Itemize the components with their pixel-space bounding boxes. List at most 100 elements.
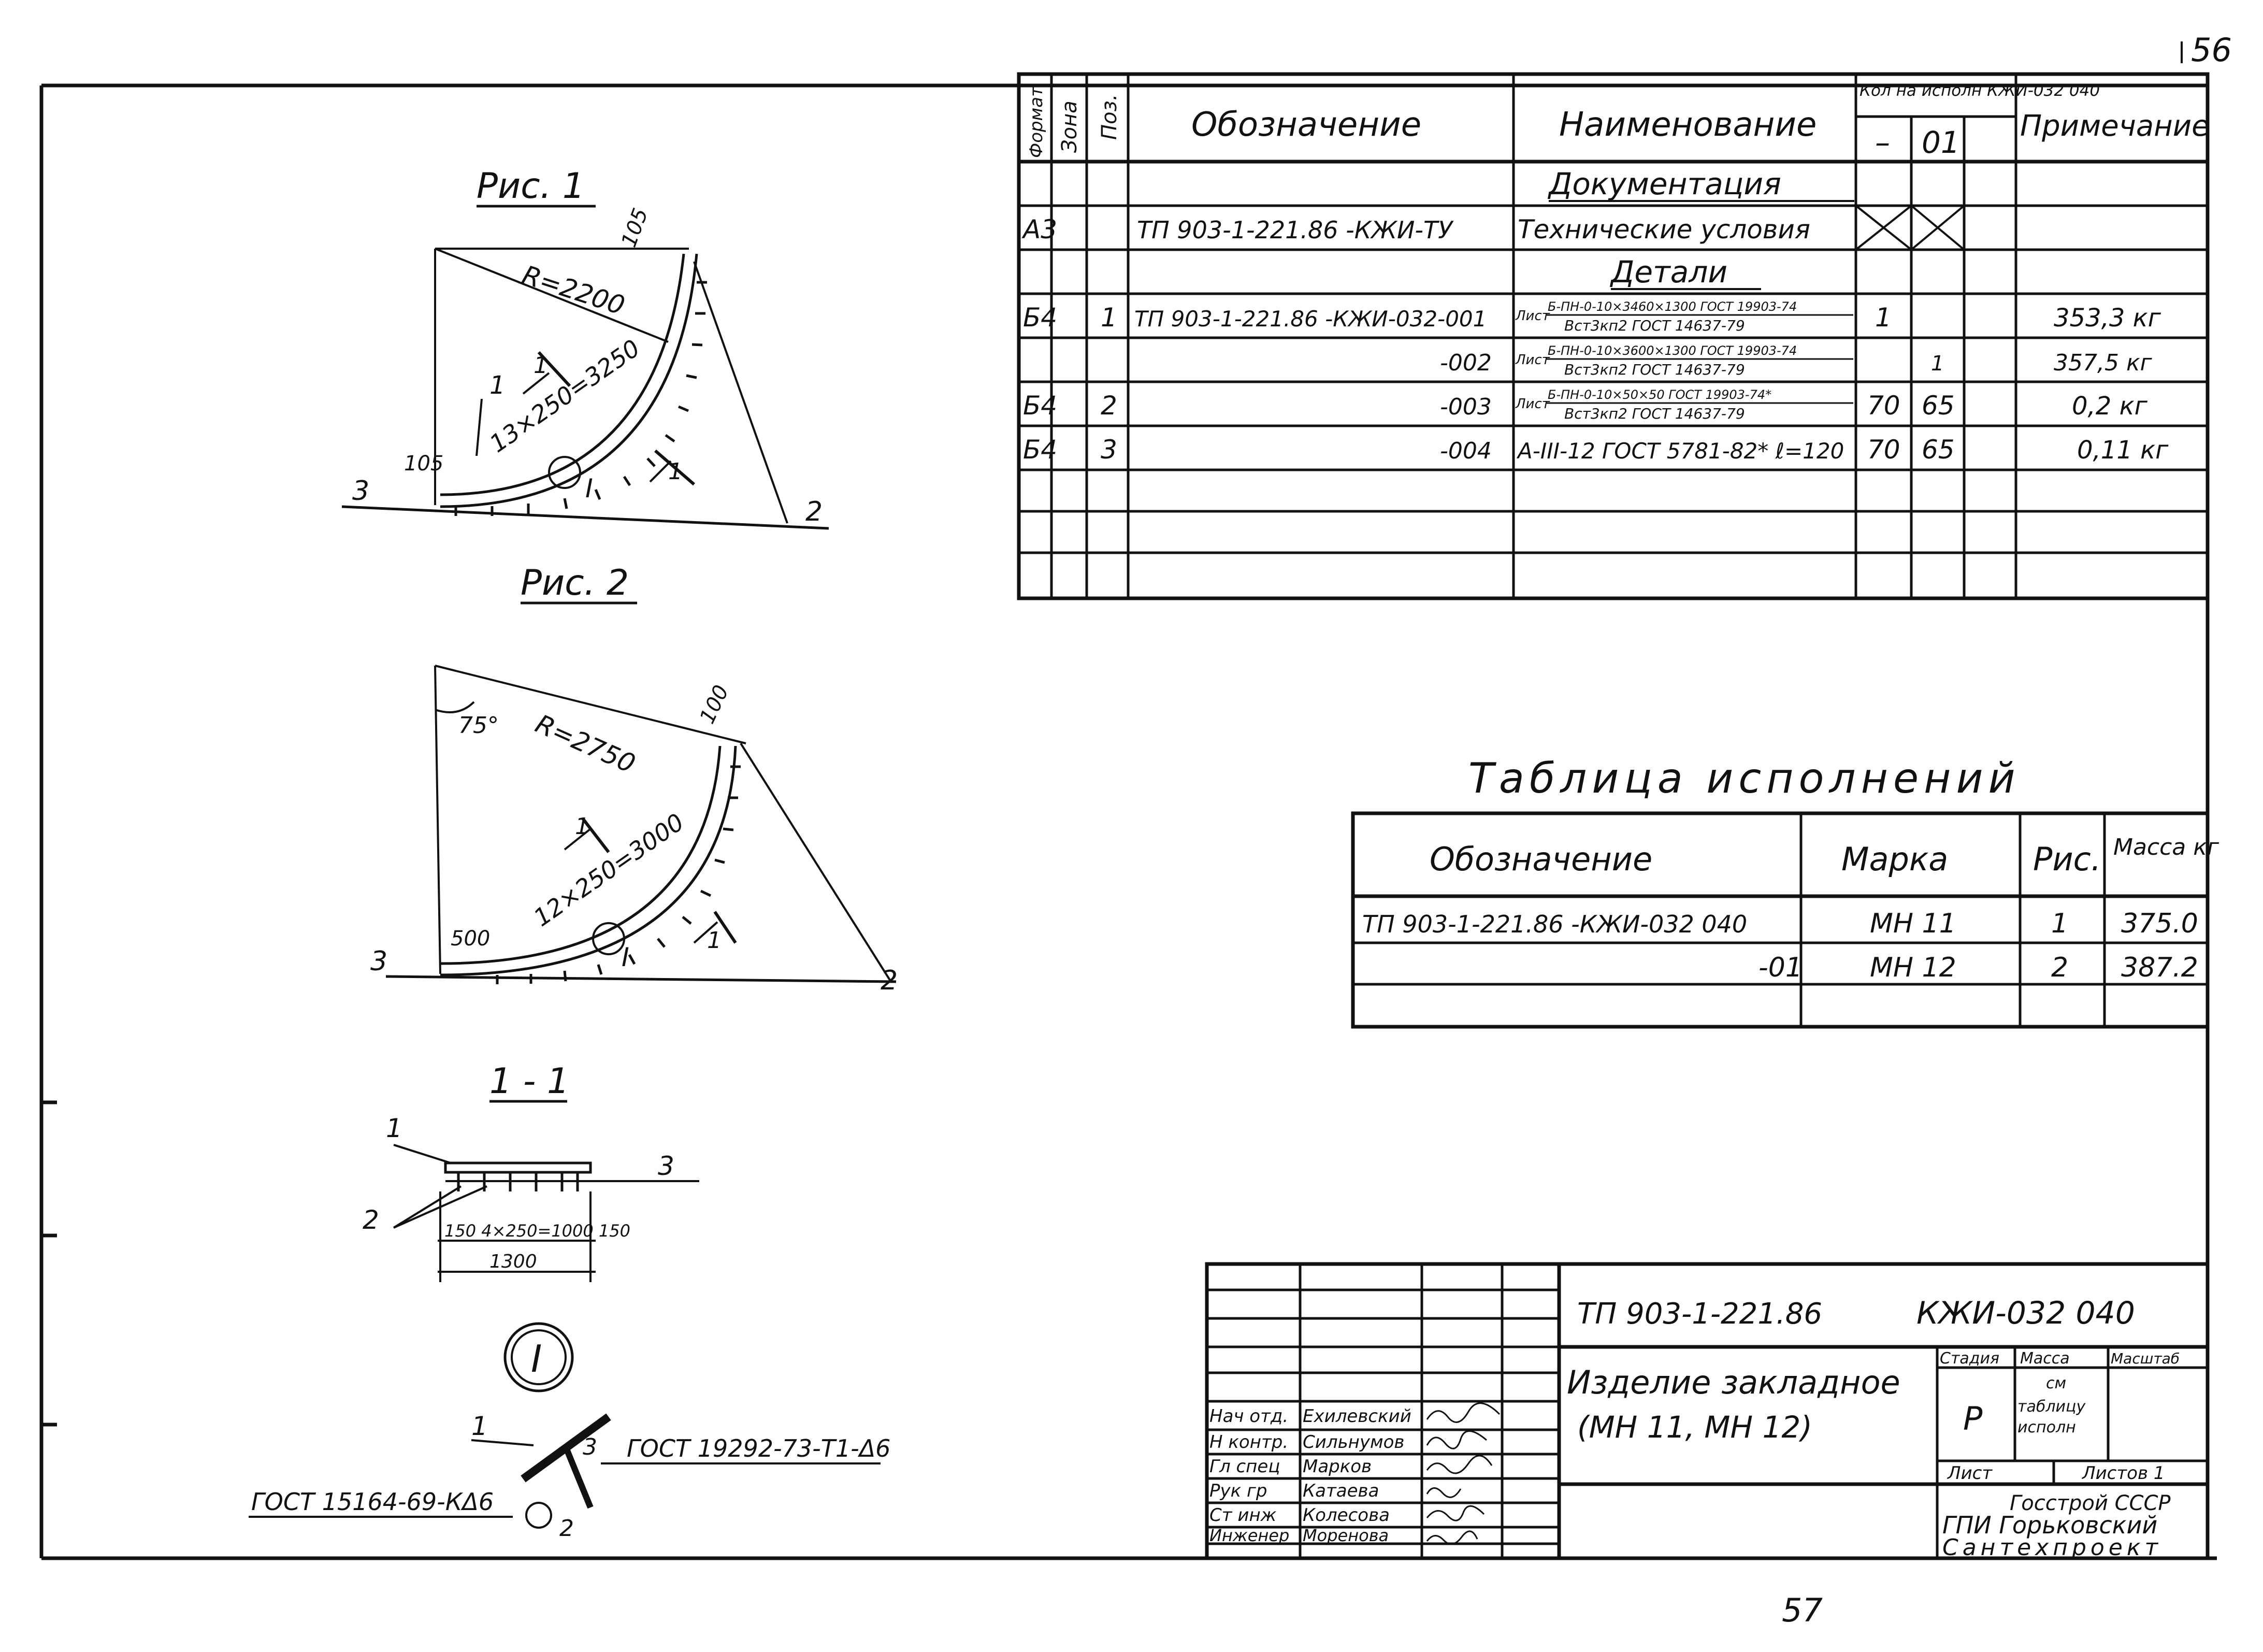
spec-row-5-name-bottom: Вст3кп2 ГОСТ 14637-79 (1564, 405, 1745, 422)
spec-row-5-pos: 2 (1101, 391, 1117, 421)
figure-1: Рис. 1 I R=2200 105 105 13×250=3250 1 (341, 166, 829, 530)
exec-row-1-fig: 2 (2051, 952, 2068, 983)
spec-header-designation: Обозначение (1191, 106, 1421, 144)
spec-header-note: Примечание (2020, 109, 2210, 143)
figure-2-label-3: 3 (370, 946, 387, 977)
spec-row-3-designation: ТП 903-1-221.86 -КЖИ-032-001 (1134, 306, 1487, 332)
title-block-mass-value-3: исполн (2017, 1418, 2076, 1436)
title-block-scale-label: Масштаб (2111, 1350, 2180, 1367)
spec-row-3-name-prefix: Лист (1515, 308, 1550, 324)
exec-row-0-mark: МН 11 (1870, 908, 1956, 939)
spec-header-name: Наименование (1559, 106, 1817, 144)
figure-2-node-mark: I (622, 942, 629, 972)
signature-name-4: Колесова (1303, 1505, 1390, 1526)
signature-role-5: Инженер (1209, 1526, 1289, 1545)
signature-role-3: Рук гр (1209, 1481, 1267, 1501)
title-block-org-2: ГПИ Горьковский (1942, 1511, 2157, 1539)
exec-table-title: Таблица исполнений (1468, 754, 2020, 802)
spec-row-3-note: 353,3 кг (2054, 304, 2161, 333)
spec-header-format: Формат (1026, 86, 1047, 158)
signature-name-3: Катаева (1303, 1481, 1379, 1501)
section-label-1: 1 (386, 1113, 402, 1143)
spec-row-3-name-bottom: Вст3кп2 ГОСТ 14637-79 (1564, 317, 1745, 334)
spec-row-4-name-top: Б-ПН-0-10×3600×1300 ГОСТ 19903-74 (1548, 343, 1797, 358)
spec-row-6-designation: -004 (1440, 438, 1492, 464)
spec-row-6-format: Б4 (1023, 435, 1057, 465)
spec-row-6-note: 0,11 кг (2077, 436, 2169, 465)
spec-row-5-name-top: Б-ПН-0-10×50×50 ГОСТ 19903-74* (1548, 387, 1771, 402)
title-block-stage-label: Стадия (1940, 1349, 1999, 1368)
figure-2-section-mark-b: 1 (707, 927, 722, 954)
figure-2-angle: 75° (458, 712, 499, 739)
exec-table: Таблица исполнений Обозначение Марка Рис… (1351, 754, 2219, 1029)
node-label-3: 3 (583, 1434, 597, 1460)
signature-role-0: Нач отд. (1209, 1406, 1288, 1427)
section-label-2: 2 (363, 1205, 379, 1235)
spec-row-2-name: Детали (1609, 254, 1727, 290)
node-label-2: 2 (559, 1515, 574, 1542)
title-block-stage-value: Р (1963, 1400, 1983, 1438)
node-title: I (531, 1337, 542, 1381)
spec-row-3-qty-base: 1 (1875, 303, 1892, 333)
title-block-mass-label: Масса (2020, 1349, 2070, 1368)
figure-2: Рис. 2 75° R=2750 100 500 12×250=3000 I … (370, 563, 898, 996)
figure-2-label-2: 2 (881, 965, 898, 996)
page-number-top: 56 (2191, 31, 2232, 69)
exec-header-designation: Обозначение (1430, 840, 1652, 878)
section-dim-total: 1300 (489, 1251, 537, 1272)
title-block-title-2: (МН 11, МН 12) (1577, 1410, 1812, 1445)
node-label-1: 1 (471, 1411, 488, 1441)
title-block-sheet-label: Лист (1947, 1463, 1993, 1484)
exec-row-1-mark: МН 12 (1870, 952, 1956, 983)
title-block-org-1: Госстрой СССР (2010, 1491, 2171, 1515)
section-dims-inner: 150 4×250=1000 150 (444, 1221, 630, 1241)
spec-row-4-note: 357,5 кг (2054, 350, 2153, 376)
title-block: ТП 903-1-221.86 КЖИ-032 040 Изделие закл… (1205, 1262, 2210, 1561)
spec-header-zone: Зона (1058, 100, 1082, 153)
spec-row-4-name-bottom: Вст3кп2 ГОСТ 14637-79 (1564, 361, 1745, 378)
handwritten-signatures (1426, 1402, 1501, 1545)
signature-name-0: Ехилевский (1303, 1406, 1411, 1427)
node-detail: I 1 3 ГОСТ 19292-73-Т1-Δ6 2 ГОСТ 15164-6… (249, 1322, 890, 1542)
spec-row-5-qty-01: 65 (1922, 391, 1955, 421)
node-weld-bottom: ГОСТ 15164-69-КΔ6 (251, 1488, 494, 1516)
spec-row-3-pos: 1 (1101, 303, 1117, 333)
spec-row-0-name: Документация (1547, 166, 1781, 202)
spec-row-6-name: А-III-12 ГОСТ 5781-82* ℓ=120 (1516, 438, 1844, 464)
spec-row-6-pos: 3 (1101, 435, 1117, 465)
page-number-bottom: 57 (1782, 1591, 1823, 1629)
spec-row-6-qty-base: 70 (1867, 435, 1900, 465)
signature-role-4: Ст инж (1209, 1505, 1277, 1526)
spec-row-5-qty-base: 70 (1867, 391, 1900, 421)
signature-role-1: Н контр. (1209, 1432, 1288, 1453)
spec-row-5-note: 0,2 кг (2072, 392, 2148, 421)
figure-1-leader-1: 1 (489, 371, 506, 400)
spec-header-qty-01: 01 (1922, 125, 1960, 160)
section-title: 1 - 1 (489, 1061, 569, 1102)
signature-role-2: Гл спец (1209, 1456, 1280, 1477)
figure-1-section-mark-b: 1 (668, 458, 683, 485)
figure-1-radius: R=2200 (518, 260, 628, 321)
exec-row-1-designation: -01 (1758, 952, 1803, 983)
spec-row-3-format: Б4 (1023, 303, 1057, 333)
figure-1-title: Рис. 1 (477, 166, 585, 207)
figure-2-offset-left: 500 (451, 927, 490, 951)
exec-header-fig: Рис. (2033, 840, 2101, 878)
figure-1-offset-left: 105 (404, 452, 443, 476)
figure-2-section-mark-a: 1 (575, 813, 589, 840)
title-block-sheets-label: Листов 1 (2081, 1463, 2165, 1484)
title-block-project: ТП 903-1-221.86 (1577, 1297, 1822, 1331)
spec-header-qty-base: – (1875, 125, 1890, 160)
figure-1-label-2: 2 (805, 496, 823, 527)
spec-row-4-designation: -002 (1440, 350, 1492, 376)
section-label-3: 3 (658, 1151, 674, 1181)
title-block-code: КЖИ-032 040 (1916, 1295, 2135, 1331)
spec-header-pos: Поз. (1098, 94, 1121, 140)
figure-2-title: Рис. 2 (521, 563, 629, 604)
spec-row-1-name: Технические условия (1518, 214, 1810, 245)
spec-row-5-designation: -003 (1440, 394, 1492, 420)
figure-1-offset-top: 105 (617, 205, 653, 250)
figure-1-section-mark-a: 1 (534, 352, 548, 379)
spec-row-1-designation: ТП 903-1-221.86 -КЖИ-ТУ (1137, 216, 1454, 244)
